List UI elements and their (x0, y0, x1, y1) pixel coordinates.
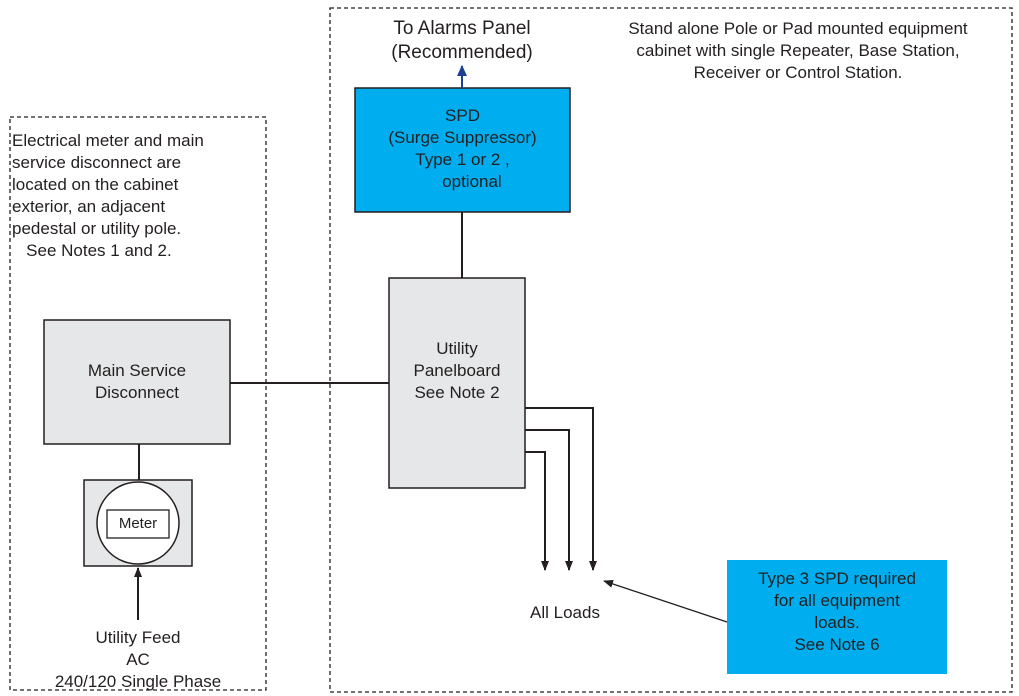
panelboard-label: Utility Panelboard See Note 2 (413, 339, 501, 402)
meter-area-boundary (9, 116, 267, 691)
utility-feed-label: Utility Feed AC 240/120 Single Phase (54, 628, 222, 691)
type3-spd-label: Type 3 SPD required for all equipment lo… (758, 569, 916, 654)
meter-area-note: Electrical meter and main service discon… (12, 131, 204, 260)
main-service-disconnect-label: Main Service Disconnect (87, 361, 187, 402)
cabinet-note: Stand alone Pole or Pad mounted equipmen… (628, 19, 968, 82)
meter-label: Meter (118, 515, 158, 532)
load-branch-3 (525, 451, 549, 571)
main-service-disconnect-box (43, 319, 231, 445)
load-branch-1 (525, 407, 597, 571)
alarms-panel-label: To Alarms Panel (Recommended) (391, 18, 533, 63)
meter-label-box (106, 509, 170, 539)
all-loads-label: All Loads (530, 603, 600, 622)
spd-box-label: SPD (Surge Suppressor) Type 1 or 2 , opt… (388, 106, 537, 191)
panelboard-box (388, 277, 526, 489)
cabinet-boundary (329, 7, 1013, 693)
type3-spd-box (727, 560, 947, 674)
type3-spd-pointer (603, 580, 728, 623)
load-branch-2 (525, 429, 573, 571)
